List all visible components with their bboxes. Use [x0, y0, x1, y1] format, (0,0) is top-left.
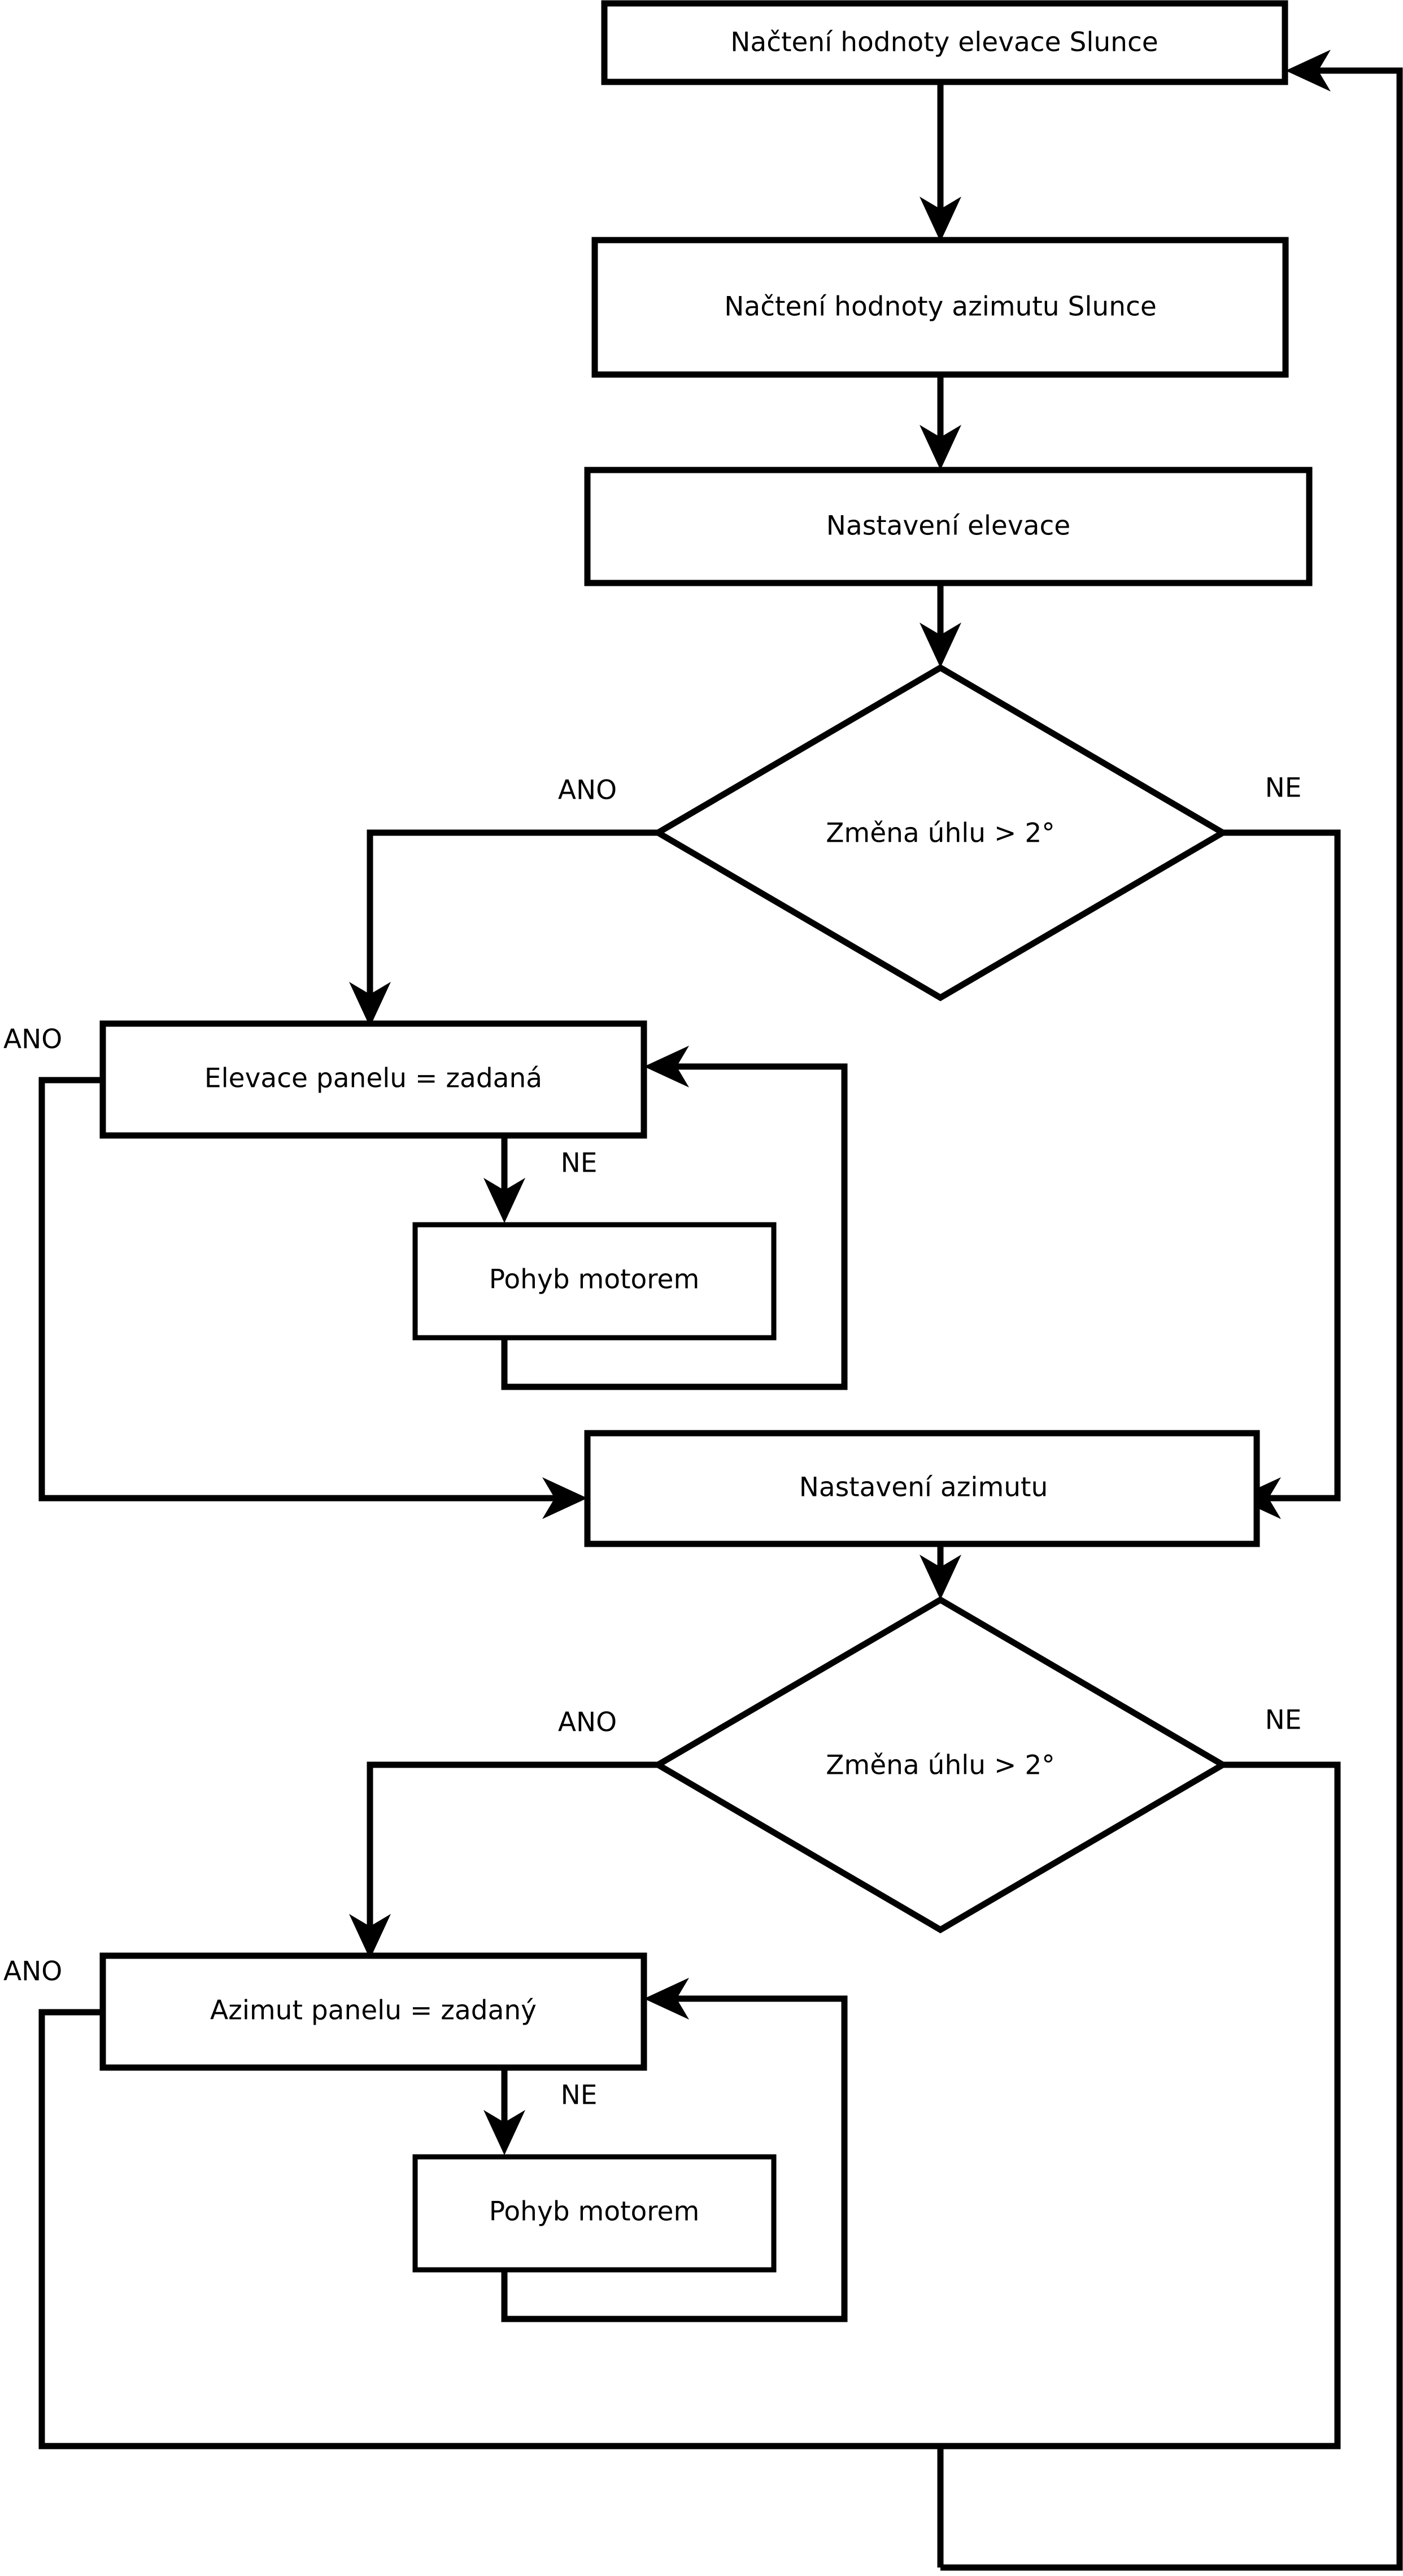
node-motor-move-elevation-shape — [412, 1222, 777, 1341]
edge-label-panel-azimuth-no: NE — [561, 2080, 598, 2111]
edge-label-decision-azimuth-yes: ANO — [558, 1707, 617, 1738]
node-read-azimuth-shape — [591, 237, 1289, 378]
node-motor-move-azimuth-label: Pohyb motorem — [489, 2196, 700, 2227]
node-set-azimuth-label: Nastavení azimutu — [799, 1472, 1048, 1503]
edge-decision-elevation-no — [1223, 829, 1341, 1519]
node-decision-elevation[interactable]: Změna úhlu > 2° — [652, 664, 1229, 1002]
node-motor-move-elevation-label: Pohyb motorem — [489, 1264, 700, 1295]
node-read-elevation[interactable]: Načtení hodnoty elevace Slunce — [601, 0, 1288, 85]
edge-panel-elevation-no — [483, 1135, 525, 1223]
edge-set-azimuth-to-decision-azimuth — [920, 1544, 961, 1600]
node-panel-azimuth-eq-label: Azimut panelu = zadaný — [210, 1995, 537, 2026]
node-panel-azimuth-eq-shape — [99, 1952, 647, 2071]
node-read-azimuth[interactable]: Načtení hodnoty azimutu Slunce — [591, 237, 1289, 378]
edge-decision-azimuth-yes — [349, 1761, 658, 1959]
node-decision-elevation-shape — [652, 664, 1229, 1002]
node-decision-azimuth-label: Změna úhlu > 2° — [826, 1750, 1055, 1781]
edge-decision-elevation-yes — [349, 829, 658, 1027]
node-set-azimuth-shape — [584, 1430, 1260, 1547]
node-read-elevation-label: Načtení hodnoty elevace Slunce — [730, 27, 1158, 58]
node-read-azimuth-label: Načtení hodnoty azimutu Slunce — [724, 291, 1157, 323]
edge-label-panel-azimuth-yes: ANO — [3, 1956, 62, 1987]
node-motor-move-elevation[interactable]: Pohyb motorem — [412, 1222, 777, 1341]
edge-label-decision-azimuth-no: NE — [1265, 1705, 1302, 1736]
node-panel-elevation-eq-shape — [99, 1020, 647, 1139]
node-panel-azimuth-eq[interactable]: Azimut panelu = zadaný — [99, 1952, 647, 2071]
node-decision-azimuth[interactable]: Změna úhlu > 2° — [652, 1596, 1229, 1934]
edge-panel-azimuth-no — [483, 2068, 525, 2155]
edge-panel-azimuth-yes — [38, 2009, 940, 2449]
node-set-elevation-label: Nastavení elevace — [826, 511, 1070, 542]
node-panel-elevation-eq-label: Elevace panelu = zadaná — [204, 1063, 542, 1094]
edge-decision-azimuth-no — [937, 1761, 1341, 2568]
edge-set-elevation-to-decision-elevation — [920, 583, 961, 668]
node-motor-move-azimuth[interactable]: Pohyb motorem — [412, 2154, 777, 2273]
node-set-elevation-shape — [584, 467, 1313, 586]
edge-label-decision-elevation-yes: ANO — [558, 775, 617, 806]
edge-motor-azimuth-loopback — [501, 1978, 848, 2322]
node-motor-move-azimuth-shape — [412, 2154, 777, 2273]
edge-motor-elevation-loopback — [501, 1046, 848, 1390]
edge-label-panel-elevation-no: NE — [561, 1148, 598, 1179]
edge-bottom-return-to-start — [940, 50, 1403, 2571]
edge-panel-elevation-yes — [38, 1077, 587, 1519]
node-read-elevation-shape — [601, 0, 1288, 85]
node-panel-elevation-eq[interactable]: Elevace panelu = zadaná — [99, 1020, 647, 1139]
edge-read-azimuth-to-set-elevation — [920, 375, 961, 470]
node-set-elevation[interactable]: Nastavení elevace — [584, 467, 1313, 586]
edge-label-panel-elevation-yes: ANO — [3, 1024, 62, 1055]
node-decision-elevation-label: Změna úhlu > 2° — [826, 818, 1055, 849]
node-set-azimuth[interactable]: Nastavení azimutu — [584, 1430, 1260, 1547]
edge-label-decision-elevation-no: NE — [1265, 773, 1302, 804]
node-decision-azimuth-shape — [652, 1596, 1229, 1934]
edge-read-elevation-to-read-azimuth — [920, 82, 961, 242]
